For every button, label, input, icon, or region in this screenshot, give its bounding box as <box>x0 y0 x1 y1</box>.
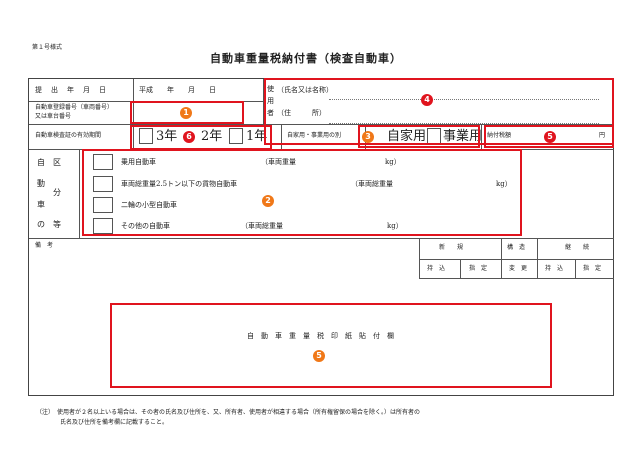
tax-unit: 円 <box>599 132 606 139</box>
note-line-1: （注） 使用者が２名以上いる場合は、その者の氏名及び住所を、又、所有者、使用者が… <box>36 409 421 416</box>
validity-3y-label: 3年 <box>156 129 178 144</box>
category-char: 自 <box>37 158 45 167</box>
category-unit: kg） <box>387 222 403 230</box>
category-name: 車両総重量2.5トン以下の貨物自動車 <box>121 180 238 188</box>
right-continue-label: 継 続 <box>565 244 590 251</box>
note-line-2: 氏名及び住所を備考欄に記載すること。 <box>60 419 169 426</box>
validity-1y-checkbox[interactable] <box>229 128 243 144</box>
right-new-label: 新 規 <box>439 244 464 251</box>
tax-label: 納付税額 <box>487 132 512 139</box>
category-char: 動 <box>37 179 45 188</box>
validity-3y-checkbox[interactable] <box>139 128 153 144</box>
category-unit: kg） <box>385 158 401 166</box>
category-weight-label: （車両総重量 <box>351 180 393 188</box>
usage-business-checkbox[interactable] <box>427 128 441 144</box>
validity-label: 自動車検査証の有効期間 <box>35 132 102 139</box>
right-sub-label: 指 定 <box>469 265 488 272</box>
category-checkbox[interactable] <box>93 197 113 213</box>
submission-date-label: 提 出 年 月 日 <box>35 86 107 94</box>
right-sub-label: 持 込 <box>545 265 564 272</box>
category-weight-label: （車両総重量 <box>241 222 283 230</box>
form-title: 自動車重量税納付書（検査自動車） <box>210 52 402 65</box>
category-char: 等 <box>53 220 61 229</box>
category-char: 分 <box>53 188 61 197</box>
category-name: 乗用自動車 <box>121 158 156 166</box>
vehicle-number-label: 自動車登録番号（車両番号） <box>35 104 114 111</box>
user-label: 使用者 <box>267 85 274 117</box>
right-sub-label: 持 込 <box>427 265 446 272</box>
validity-2y-label: 2年 <box>201 129 223 144</box>
right-sub-label: 指 定 <box>583 265 602 272</box>
badge-1: 1 <box>180 107 192 119</box>
category-name: その他の自動車 <box>121 222 170 230</box>
category-char: の <box>37 220 45 229</box>
right-structure-label: 構 造 <box>507 244 526 251</box>
badge-5-stamp: 5 <box>313 350 325 362</box>
name-label: （氏名又は名称） <box>277 86 333 94</box>
stamp-area-label: 自 動 車 重 量 税 印 紙 貼 付 欄 <box>247 332 394 340</box>
usage-business-label: 事業用 <box>443 129 483 144</box>
category-checkbox[interactable] <box>93 218 113 234</box>
badge-2: 2 <box>262 195 274 207</box>
category-char: 車 <box>37 200 45 209</box>
usage-label: 自家用・事業用の別 <box>287 132 342 139</box>
usage-private-label: 自家用 <box>387 129 427 144</box>
address-label: （住 所） <box>277 109 326 117</box>
validity-1y-label: 1年 <box>246 129 268 144</box>
badge-5: 5 <box>544 131 556 143</box>
era-date: 平成 年 月 日 <box>139 86 216 94</box>
form-number: 第１号様式 <box>32 44 63 51</box>
category-name: 二輪の小型自動車 <box>121 201 177 209</box>
category-checkbox[interactable] <box>93 176 113 192</box>
category-char: 区 <box>53 158 61 167</box>
form-table: 提 出 年 月 日 平成 年 月 日 使用者 （氏名又は名称） （住 所） 自動… <box>28 78 614 396</box>
category-unit: kg） <box>496 180 512 188</box>
vehicle-number-field[interactable] <box>133 102 263 124</box>
remarks-label: 備 考 <box>35 242 54 249</box>
right-sub-label: 変 更 <box>509 265 528 272</box>
badge-3: 3 <box>362 131 374 143</box>
vehicle-number-label-2: 又は車台番号 <box>35 113 72 120</box>
category-weight-label: （車両重量 <box>261 158 296 166</box>
badge-6: 6 <box>183 131 195 143</box>
category-checkbox[interactable] <box>93 154 113 170</box>
badge-4: 4 <box>421 94 433 106</box>
